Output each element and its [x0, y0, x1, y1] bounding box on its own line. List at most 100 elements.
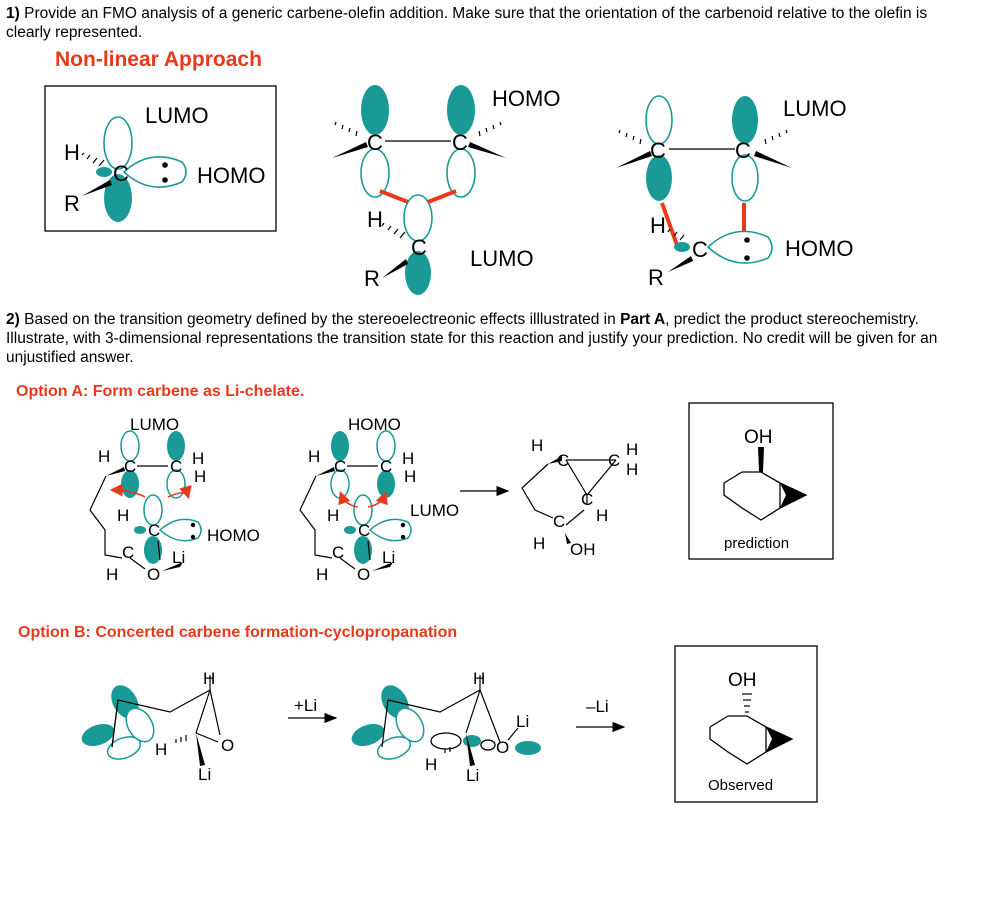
atom-h: H: [367, 207, 383, 232]
atom-o: O: [496, 738, 509, 757]
prediction-structure: [723, 447, 808, 521]
atom-h: H: [192, 449, 204, 468]
carbene-orbitals: [96, 116, 187, 222]
hashed-bond: [81, 152, 105, 167]
atom-c: C: [122, 543, 134, 562]
question-2-line2: Illustrate, with 3-dimensional represent…: [6, 330, 938, 347]
atom-h: H: [626, 460, 638, 479]
part-a-ref: Part A: [620, 311, 666, 328]
question-1: 1) Provide an FMO analysis of a generic …: [6, 4, 927, 42]
atom-c: C: [692, 237, 708, 262]
atom-r: R: [64, 191, 80, 216]
wedge-bond: [82, 180, 112, 196]
homo-label: HOMO: [207, 526, 260, 545]
option-a-ts2: [299, 430, 412, 571]
atom-h: H: [402, 449, 414, 468]
atom-r: R: [648, 265, 664, 290]
atom-c: C: [148, 521, 160, 540]
atom-li: Li: [466, 766, 479, 785]
atom-h: H: [327, 506, 339, 525]
atom-h: H: [531, 436, 543, 455]
prediction-label: prediction: [724, 535, 789, 552]
atom-h: H: [533, 534, 545, 553]
option-b-reactant: [81, 675, 221, 766]
atom-c: C: [170, 457, 182, 476]
option-b-intermediate: [351, 675, 541, 766]
carbene-box: [44, 85, 277, 232]
lumo-label: LUMO: [145, 103, 209, 128]
lumo-label: LUMO: [783, 96, 847, 121]
question-1-text: Provide an FMO analysis of a generic car…: [24, 5, 928, 22]
oh-label: OH: [744, 427, 773, 448]
atom-h: H: [203, 669, 215, 688]
question-2-text-b: , predict the product stereochemistry.: [665, 311, 919, 328]
hashed-oh-bond: [742, 693, 752, 713]
oh-label: OH: [570, 540, 596, 559]
question-1-text-line2: clearly represented.: [6, 24, 143, 41]
atom-c: C: [334, 457, 346, 476]
atom-li: Li: [172, 548, 185, 567]
atom-h: H: [626, 440, 638, 459]
option-b-title: Option B: Concerted carbene formation-cy…: [18, 624, 458, 641]
lumo-label: LUMO: [130, 415, 179, 434]
lumo-label: LUMO: [410, 501, 459, 520]
option-a-product-3d: [521, 459, 617, 526]
question-2: 2) Based on the transition geometry defi…: [6, 310, 937, 367]
question-2-number: 2): [6, 311, 20, 328]
atom-h: H: [425, 755, 437, 774]
atom-h: H: [106, 565, 118, 584]
atom-h: H: [155, 740, 167, 759]
atom-li: Li: [382, 548, 395, 567]
atom-h: H: [316, 565, 328, 584]
atom-c: C: [332, 543, 344, 562]
atom-c: C: [557, 451, 569, 470]
wedge-cp: [766, 727, 792, 752]
atom-c: C: [581, 490, 593, 509]
atom-c: C: [608, 451, 620, 470]
wedge-oh: [758, 447, 764, 472]
atom-c: C: [650, 138, 666, 163]
question-2-line3: unjustified answer.: [6, 349, 134, 366]
atom-c: C: [358, 521, 370, 540]
atom-h: H: [117, 506, 129, 525]
observed-label: Observed: [708, 777, 773, 794]
atom-li: Li: [198, 765, 211, 784]
atom-h: H: [194, 467, 206, 486]
atom-h: H: [64, 140, 80, 165]
atom-o: O: [357, 565, 370, 584]
wedge-cp: [780, 483, 806, 508]
atom-o: O: [147, 565, 160, 584]
atom-o: O: [221, 736, 234, 755]
atom-h: H: [404, 467, 416, 486]
homo-label: HOMO: [348, 415, 401, 434]
oh-label: OH: [728, 670, 757, 691]
nonlinear-approach-title: Non-linear Approach: [55, 48, 262, 71]
homo-label: HOMO: [785, 236, 853, 261]
atom-c: C: [113, 161, 129, 186]
atom-h: H: [473, 669, 485, 688]
atom-c: C: [380, 457, 392, 476]
option-a-title: Option A: Form carbene as Li-chelate.: [16, 383, 305, 400]
atom-c: C: [735, 138, 751, 163]
atom-r: R: [364, 266, 380, 291]
atom-c: C: [411, 235, 427, 260]
olefin-homo-lumo-diagram: [332, 85, 506, 295]
plus-li-label: +Li: [294, 696, 317, 715]
atom-h: H: [98, 447, 110, 466]
atom-h: H: [596, 506, 608, 525]
minus-li-label: –Li: [586, 697, 609, 716]
atom-li: Li: [516, 712, 529, 731]
question-2-text-a: Based on the transition geometry defined…: [24, 311, 621, 328]
olefin-lumo-homo-diagram: [616, 95, 792, 272]
homo-label: HOMO: [197, 163, 265, 188]
prediction-box: [688, 402, 834, 560]
lumo-label: LUMO: [470, 246, 534, 271]
homo-label: HOMO: [492, 86, 560, 111]
atom-c: C: [367, 130, 383, 155]
observed-box: [674, 645, 818, 803]
atom-c: C: [124, 457, 136, 476]
question-1-number: 1): [6, 5, 20, 22]
atom-c: C: [452, 130, 468, 155]
atom-h: H: [650, 213, 666, 238]
